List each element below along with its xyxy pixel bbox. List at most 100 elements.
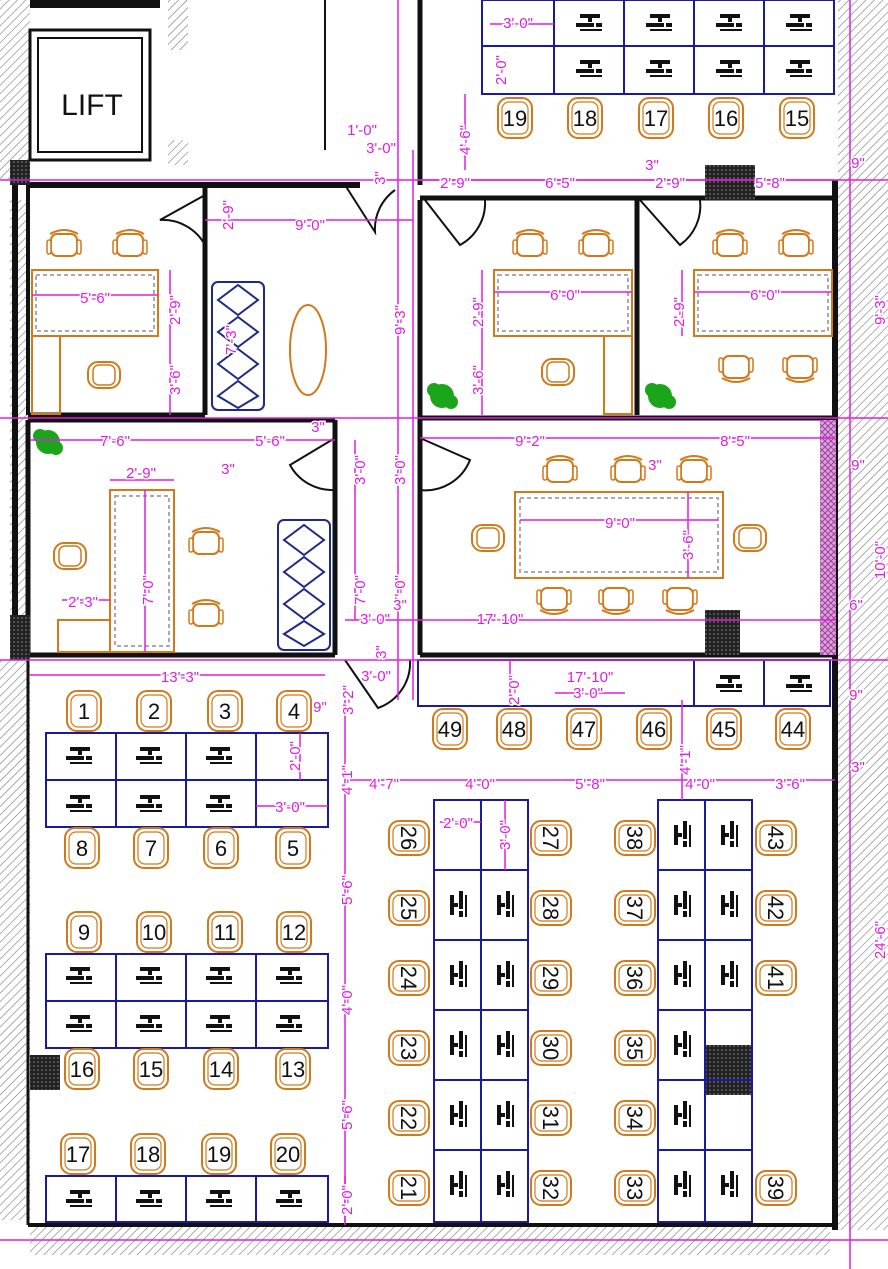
dimension-label: 3'-0" (503, 15, 533, 32)
seat-number: 21 (396, 1176, 421, 1200)
seat-number: 45 (712, 717, 736, 742)
seat: 24 (388, 960, 430, 996)
seat-number: 43 (763, 826, 788, 850)
seat: 47 (566, 708, 602, 750)
dimension-label: 24'-6" (872, 921, 888, 959)
dimension-label: 3'-6" (470, 365, 487, 395)
seat: 15 (779, 97, 815, 139)
seat: 22 (388, 1100, 430, 1136)
seat: 34 (614, 1100, 656, 1136)
seat: 43 (755, 820, 797, 856)
seat-chair (775, 708, 811, 750)
seat-number: 1 (78, 699, 90, 724)
seat-number: 16 (714, 106, 738, 131)
seat-number: 42 (763, 896, 788, 920)
seat-number: 44 (781, 717, 805, 742)
seat: 4 (276, 690, 312, 732)
seat: 32 (530, 1170, 572, 1206)
seat: 16 (708, 97, 744, 139)
seat-chair (567, 97, 603, 139)
dimension-label: 2'-9" (470, 297, 487, 327)
seat-number: 26 (396, 826, 421, 850)
seat: 7 (133, 827, 169, 869)
dimension-label: 9" (849, 687, 863, 704)
seat-number: 28 (538, 896, 563, 920)
seat: 17 (638, 97, 674, 139)
seat-number: 22 (396, 1106, 421, 1130)
dimension-label: 17'-10" (567, 669, 614, 686)
seat: 25 (388, 890, 430, 926)
seat-chair (201, 1133, 237, 1175)
seat-chair (636, 708, 672, 750)
seat-chair (276, 690, 312, 732)
dimension-label: 3" (393, 597, 407, 614)
seat-number: 17 (66, 1142, 90, 1167)
seat-chair (614, 820, 656, 856)
seat-chair (270, 1133, 306, 1175)
seat-number: 35 (622, 1036, 647, 1060)
seat: 44 (775, 708, 811, 750)
walls (12, 0, 838, 1230)
seat-chair (207, 911, 243, 953)
dimension-label: 9" (851, 457, 865, 474)
seat: 12 (276, 911, 312, 953)
seat-chair (203, 827, 239, 869)
lift-label: LIFT (61, 89, 123, 122)
dimension-label: 6'-0" (550, 287, 580, 304)
dimension-label: 3" (221, 461, 235, 478)
workstation-desks (45, 0, 835, 1223)
seat: 29 (530, 960, 572, 996)
seat-number: 37 (622, 896, 647, 920)
dimension-label: 3'-0" (497, 820, 514, 850)
dimension-label: 2'-0" (339, 1185, 356, 1215)
seat: 2 (136, 690, 172, 732)
seat-chair (614, 1030, 656, 1066)
seat: 28 (530, 890, 572, 926)
seat-number: 5 (287, 836, 299, 861)
dimension-label: 2'-0" (493, 55, 510, 85)
seat-number: 6 (215, 836, 227, 861)
seat-chair (530, 1170, 572, 1206)
dimension-label: 3" (645, 157, 659, 174)
dimension-label: 7'-6" (100, 433, 130, 450)
seat: 13 (275, 1048, 311, 1090)
dimension-label: 10'-0" (872, 541, 888, 579)
dimension-label: 3'-6" (680, 530, 697, 560)
seat-number: 23 (396, 1036, 421, 1060)
seat-number: 38 (622, 826, 647, 850)
seat-number: 9 (78, 920, 90, 945)
seat-chair (614, 890, 656, 926)
dimension-label: 3" (372, 171, 389, 185)
dimension-label: 3'-6" (775, 776, 805, 793)
dimension-label: 2'-9" (440, 175, 470, 192)
seat-chair (64, 1048, 100, 1090)
dimension-label: 3" (851, 759, 865, 776)
seat: 20 (270, 1133, 306, 1175)
dimension-label: 13'-3" (161, 669, 199, 686)
seat-number: 39 (763, 1176, 788, 1200)
seat: 21 (388, 1170, 430, 1206)
dimension-labels: 3'-0"2'-0"1'-0"3'-0"3"4'-6"2'-9"6'-5"3"2… (67, 14, 888, 1217)
dimension-label: 3'-0" (352, 455, 369, 485)
seat-chair (388, 1100, 430, 1136)
seat: 35 (614, 1030, 656, 1066)
seat-number: 36 (622, 966, 647, 990)
seat-number: 7 (145, 836, 157, 861)
seat-chair (496, 708, 532, 750)
dimension-label: 5'-6" (339, 875, 356, 905)
seat-chair (497, 97, 533, 139)
seat-number: 46 (642, 717, 666, 742)
seat: 36 (614, 960, 656, 996)
seat: 31 (530, 1100, 572, 1136)
seat-chair (614, 1170, 656, 1206)
seat: 1 (66, 690, 102, 732)
dimension-label: 17'-10" (477, 611, 524, 628)
seat-chair (66, 690, 102, 732)
seat-number: 30 (538, 1036, 563, 1060)
seat-chair (388, 960, 430, 996)
dimension-label: 2'-9" (671, 297, 688, 327)
dimension-label: 4'-1" (339, 765, 356, 795)
seat-chair (133, 827, 169, 869)
